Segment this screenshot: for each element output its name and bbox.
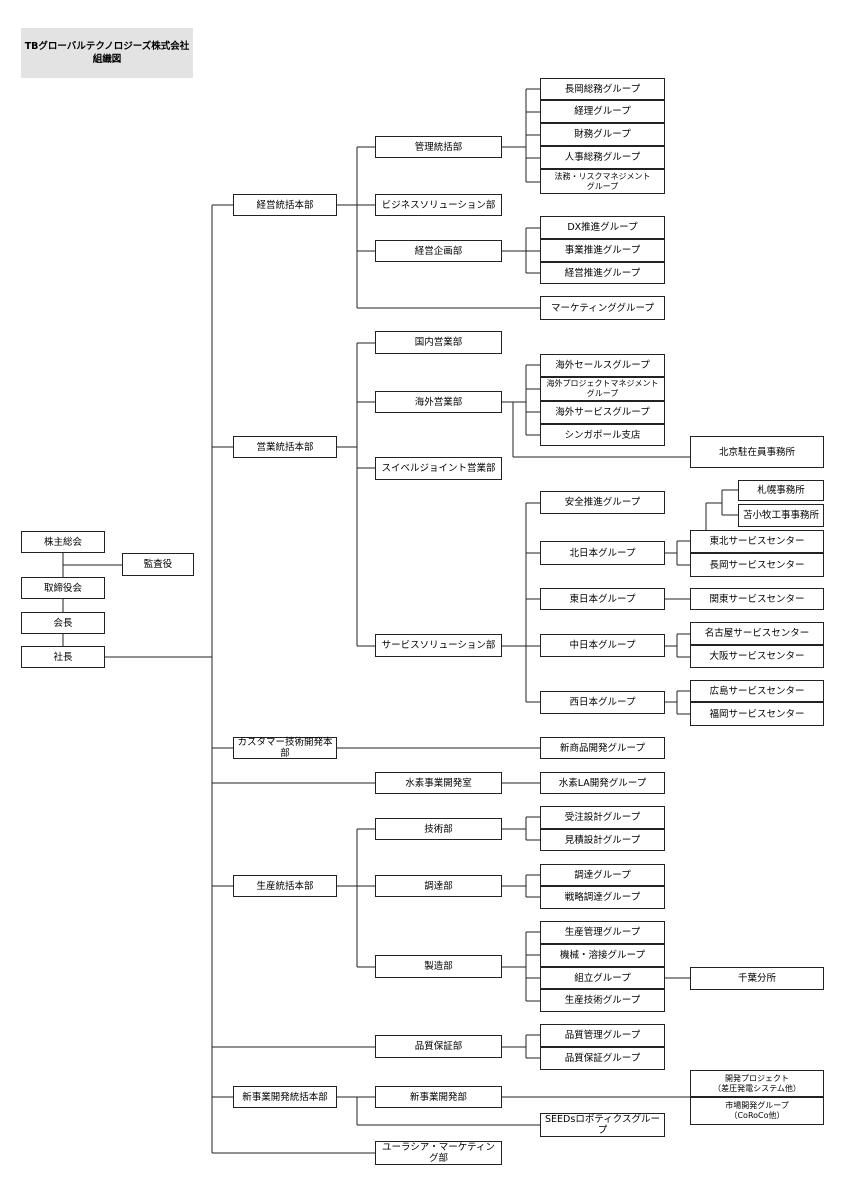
group-box: 北日本グループ bbox=[540, 541, 665, 565]
group-box: 新商品開発グループ bbox=[540, 737, 665, 759]
group-box: 財務グループ bbox=[540, 123, 665, 146]
president-box: 社長 bbox=[21, 646, 105, 668]
department-box: 管理統括部 bbox=[375, 136, 502, 158]
group-box: 長岡総務グループ bbox=[540, 78, 665, 100]
group-box: 事業推進グループ bbox=[540, 239, 665, 262]
department-box: 海外営業部 bbox=[375, 391, 502, 413]
division-box: 営業統括本部 bbox=[233, 436, 337, 458]
office-box: 北京駐在員事務所 bbox=[690, 436, 824, 468]
department-box: ユーラシア・マーケティング部 bbox=[375, 1141, 502, 1165]
service-center-box: 大阪サービスセンター bbox=[690, 645, 824, 668]
group-box: 受注設計グループ bbox=[540, 806, 665, 829]
department-box: 技術部 bbox=[375, 818, 502, 840]
department-box: 国内営業部 bbox=[375, 331, 502, 354]
department-box: 品質保証部 bbox=[375, 1035, 502, 1058]
chairman-box: 会長 bbox=[21, 612, 105, 634]
group-box: 生産管理グループ bbox=[540, 921, 665, 944]
group-box: 生産技術グループ bbox=[540, 989, 665, 1012]
office-box: 札幌事務所 bbox=[738, 480, 824, 501]
division-box: カスタマー技術開発本部 bbox=[233, 737, 337, 759]
auditor-box: 監査役 bbox=[122, 553, 194, 576]
chart-title: 組織図 bbox=[92, 54, 122, 65]
division-box: 経営統括本部 bbox=[233, 194, 337, 216]
department-box: 新事業開発部 bbox=[375, 1086, 502, 1108]
service-center-box: 長岡サービスセンター bbox=[690, 553, 824, 577]
shareholders-box: 株主総会 bbox=[21, 531, 105, 553]
service-center-box: 広島サービスセンター bbox=[690, 680, 824, 702]
group-box: 人事総務グループ bbox=[540, 146, 665, 169]
department-box: 水素事業開発室 bbox=[375, 772, 502, 794]
department-box: サービスソリューション部 bbox=[375, 634, 502, 657]
group-box: 品質保証グループ bbox=[540, 1047, 665, 1070]
project-box: 開発プロジェクト （差圧発電システム他） bbox=[690, 1070, 824, 1097]
group-box: 法務・リスクマネジメント グループ bbox=[540, 169, 665, 194]
group-box: 品質管理グループ bbox=[540, 1024, 665, 1047]
group-box: DX推進グループ bbox=[540, 216, 665, 239]
group-box: 海外サービスグループ bbox=[540, 401, 665, 424]
group-box: 経営推進グループ bbox=[540, 262, 665, 284]
service-center-box: 名古屋サービスセンター bbox=[690, 622, 824, 645]
group-box: 東日本グループ bbox=[540, 588, 665, 610]
group-box: 海外プロジェクトマネジメント グループ bbox=[540, 377, 665, 401]
service-center-box: 関東サービスセンター bbox=[690, 588, 824, 610]
department-box: 製造部 bbox=[375, 955, 502, 978]
group-box: シンガポール支店 bbox=[540, 424, 665, 446]
group-box: 中日本グループ bbox=[540, 634, 665, 657]
division-box: 新事業開発統括本部 bbox=[233, 1086, 337, 1108]
group-box: 見積設計グループ bbox=[540, 829, 665, 851]
department-box: 経営企画部 bbox=[375, 240, 502, 262]
group-box: 機械・溶接グループ bbox=[540, 944, 665, 967]
title-block: TBグローバルテクノロジーズ株式会社 組織図 bbox=[21, 28, 193, 78]
service-center-box: 東北サービスセンター bbox=[690, 530, 824, 553]
group-box: 安全推進グループ bbox=[540, 491, 665, 514]
group-box: 水素LA開発グループ bbox=[540, 772, 665, 794]
department-box: スイベルジョイント営業部 bbox=[375, 457, 502, 480]
group-box: マーケティンググループ bbox=[540, 296, 665, 320]
group-box: 西日本グループ bbox=[540, 691, 665, 714]
group-box: 戦略調達グループ bbox=[540, 886, 665, 909]
office-box: 千葉分所 bbox=[690, 967, 824, 990]
division-box: 生産統括本部 bbox=[233, 875, 337, 897]
group-box: 経理グループ bbox=[540, 100, 665, 123]
group-box: SEEDsロボティクスグループ bbox=[540, 1113, 665, 1137]
department-box: ビジネスソリューション部 bbox=[375, 194, 502, 216]
office-box: 苫小牧工事事務所 bbox=[738, 504, 824, 527]
company-name: TBグローバルテクノロジーズ株式会社 bbox=[24, 41, 190, 52]
service-center-box: 福岡サービスセンター bbox=[690, 702, 824, 726]
department-box: 調達部 bbox=[375, 875, 502, 897]
project-box: 市場開発グループ （CoRoCo他） bbox=[690, 1097, 824, 1125]
group-box: 組立グループ bbox=[540, 967, 665, 989]
group-box: 海外セールスグループ bbox=[540, 354, 665, 377]
group-box: 調達グループ bbox=[540, 864, 665, 886]
board-box: 取締役会 bbox=[21, 577, 105, 599]
